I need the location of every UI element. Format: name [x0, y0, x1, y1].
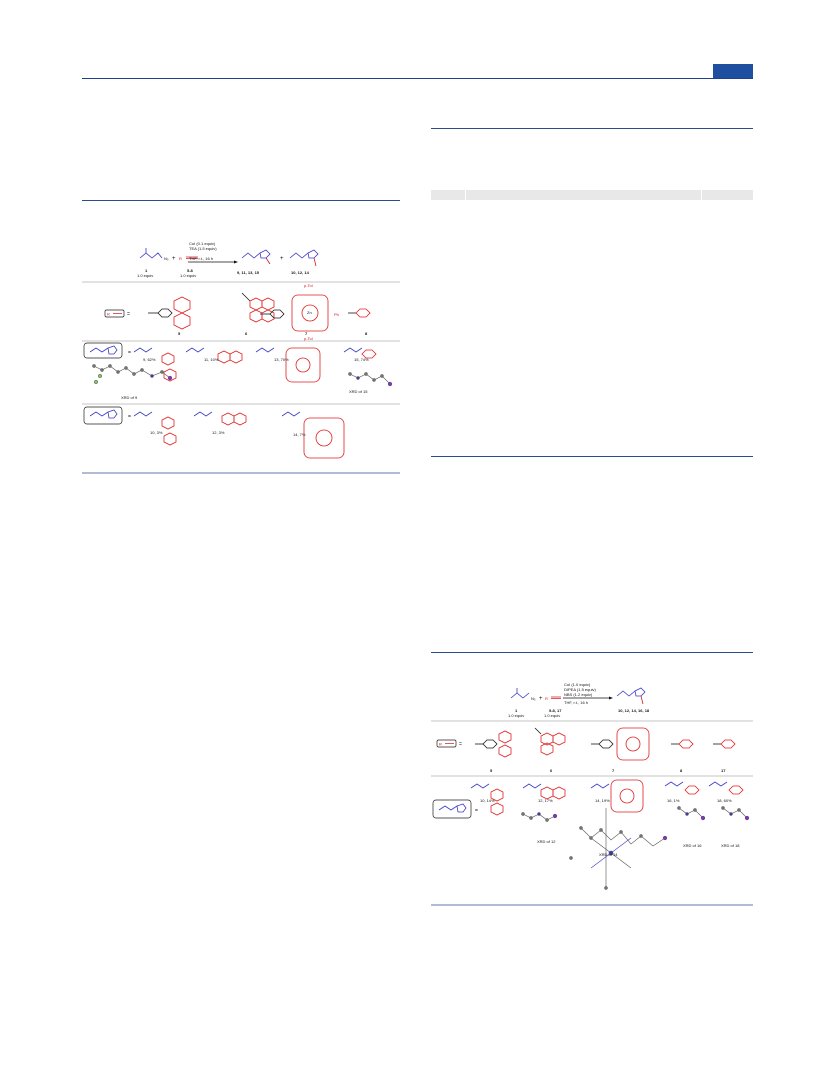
reactant-2-equiv: 1.0 equiv — [544, 713, 561, 718]
xrd-label: XRD of 15 — [349, 389, 368, 394]
condition-line: THF, r.t., 16 h — [564, 700, 589, 705]
svg-text:R: R — [107, 312, 110, 317]
ptol-label: p-Tol — [304, 336, 313, 341]
xrd-label: XRD of 9 — [121, 395, 138, 400]
reactant-1-equiv: 1.0 equiv — [508, 713, 525, 718]
alkyne-label-5: 5 — [490, 768, 493, 773]
iodotriazole-product-structure — [289, 249, 319, 259]
svg-text:R: R — [439, 742, 442, 747]
condition-line: CuI (0.1 equiv) — [189, 241, 216, 246]
header-tab — [713, 64, 753, 78]
header-rule — [82, 78, 753, 79]
table-header-divider — [701, 190, 702, 200]
scheme1: N₃ + R + CuI (0.1 equiv) TEA (1.5 equiv)… — [82, 200, 400, 475]
alkyne-label-7: 7 — [612, 768, 615, 773]
svg-text:=: = — [128, 414, 131, 420]
scheme1-reaction-graphic: N₃ + R + — [82, 248, 400, 283]
scheme1-alkyne-row: R = — [82, 292, 400, 342]
svg-text:=: = — [127, 312, 130, 318]
alkyne-7-structure — [260, 309, 285, 319]
scheme2-alkyne-row: R = — [431, 727, 753, 777]
svg-text:R: R — [545, 696, 548, 701]
product-label: 10, 12, 14, 16, 18 — [618, 708, 650, 713]
azide-reactant-structure — [139, 248, 163, 259]
scheme2-reaction-graphic: N₃ + R — [431, 687, 753, 722]
condition-line: NBS (1.2 equiv) — [564, 692, 593, 697]
xrd-label: XRD of 16 — [683, 843, 702, 848]
svg-text:+: + — [539, 696, 543, 702]
alkyne-label-8: 8 — [680, 768, 683, 773]
yield-label: 12, 3% — [212, 430, 225, 435]
condition-line: THF, r.t., 16 h — [189, 256, 214, 261]
xrd-16-structure — [677, 806, 706, 821]
condition-line: TEA (1.5 equiv) — [189, 246, 217, 251]
xrd-14-structure — [569, 808, 668, 890]
xrd-9-structure — [92, 364, 173, 384]
azide-reactant-structure — [510, 688, 530, 699]
scheme2-product-row: = — [431, 779, 753, 906]
yield-label: 12, 17% — [538, 798, 553, 803]
scheme1-top-rule — [82, 200, 400, 201]
yield-label: 10, 3% — [150, 430, 163, 435]
reactant-2-equiv: 1.0 equiv — [180, 273, 197, 278]
alkyne-label-5: 5 — [178, 331, 181, 336]
yield-label: 13, 70% — [274, 357, 289, 362]
table-top-rule — [431, 128, 753, 129]
xrd-label: XRD of 18 — [721, 843, 740, 848]
yield-label: 11, 10% — [204, 357, 219, 362]
reactant-1-label: 1 — [145, 268, 148, 273]
yield-label: 15, 74% — [354, 357, 369, 362]
triazole-product-structure — [241, 249, 271, 259]
svg-text:=: = — [475, 808, 478, 814]
svg-text:=: = — [128, 350, 131, 356]
alkyne-label-6: 6 — [245, 331, 248, 336]
zn-label: Zn — [307, 310, 312, 315]
yield-label: 16, 1% — [667, 798, 680, 803]
product-1-label: 9, 11, 13, 15 — [237, 270, 260, 275]
scheme2-conditions: CuI (1.0 equiv) DIPEA (1.5 equiv) NBS (1… — [564, 682, 596, 705]
condition-line: DIPEA (1.5 equiv) — [564, 687, 596, 692]
yield-label: 14, 7% — [293, 432, 306, 437]
yield-label: 10, 14% — [480, 798, 495, 803]
alkyne-label-6: 6 — [550, 768, 553, 773]
xrd-18-structure — [721, 806, 750, 821]
table-header-cell — [431, 190, 466, 200]
scheme1-product-row1: = — [82, 342, 400, 405]
svg-text:R: R — [179, 256, 182, 261]
xrd-15-structure — [348, 372, 393, 387]
svg-text:=: = — [459, 742, 462, 748]
alkyne-label-17: 17 — [721, 768, 726, 773]
svg-text:+: + — [280, 256, 284, 262]
scheme1-conditions: CuI (0.1 equiv) TEA (1.5 equiv) THF, r.t… — [189, 241, 217, 261]
reactant-2-label: 5-8, 17 — [549, 708, 562, 713]
reactant-1-label: 1 — [515, 708, 518, 713]
alkyne-6-structure — [241, 292, 251, 302]
table-header-row — [431, 190, 753, 200]
scheme1-product-row2: = — [82, 406, 400, 474]
xrd-label: XRD of 14 — [599, 852, 618, 857]
reactant-2-label: 5-8 — [187, 268, 193, 273]
reactant-1-equiv: 1.0 equiv — [137, 273, 154, 278]
alkyne-label-8: 8 — [365, 331, 368, 336]
scheme2-top-rule — [431, 652, 753, 653]
svg-text:+: + — [172, 256, 176, 262]
product-2-label: 10, 12, 14 — [291, 270, 309, 275]
scheme2: N₃ + R CuI (1.0 equiv) DIPEA (1.5 equiv)… — [431, 652, 753, 906]
yield-label: 9, 62% — [143, 357, 156, 362]
yield-label: 14, 19% — [595, 798, 610, 803]
bromotriazole-product-structure — [616, 687, 646, 697]
alkyne-label-7: 7 — [305, 331, 308, 336]
alkyne-5-structure — [148, 308, 173, 318]
condition-line: CuI (1.0 equiv) — [564, 682, 591, 687]
xrd-label: XRD of 12 — [537, 839, 556, 844]
yield-label: 18, 60% — [717, 798, 732, 803]
ptol-label: p-Tol — [304, 283, 313, 288]
svg-text:N₃: N₃ — [164, 256, 169, 261]
xrd-12-structure — [521, 812, 558, 822]
table-bottom-rule — [431, 456, 753, 457]
ph-label: Ph — [334, 312, 339, 317]
svg-text:N₃: N₃ — [531, 696, 536, 701]
